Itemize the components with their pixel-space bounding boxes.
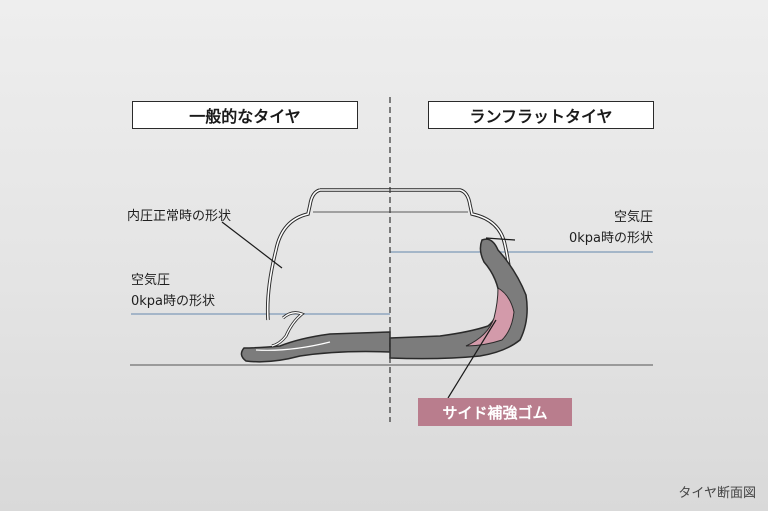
side-reinforcement-badge: サイド補強ゴム (418, 398, 572, 426)
normal-tire-label: 一般的なタイヤ (189, 107, 301, 126)
zero-kpa-shape-text-right: 0kpa時の形状 (568, 231, 653, 246)
caption-text: タイヤ断面図 (678, 486, 756, 501)
diagram-caption: タイヤ断面図 (678, 482, 756, 501)
runflat-tire-label-box: ランフラットタイヤ (428, 101, 654, 129)
leader-line-air-right (485, 237, 516, 241)
leader-line-reinforcement (447, 319, 497, 399)
deflated-tire-left (240, 331, 391, 363)
runflat-tire-label: ランフラットタイヤ (469, 107, 613, 126)
leader-line-normal-shape (221, 221, 283, 269)
normal-pressure-shape-text: 内圧正常時の形状 (127, 209, 232, 224)
normal-pressure-shape-note: 内圧正常時の形状 (127, 206, 231, 227)
side-reinforcement-rubber-shape (465, 287, 515, 347)
side-reinforcement-label: サイド補強ゴム (442, 403, 548, 422)
zero-pressure-note-right: 空気圧 0kpa時の形状 (569, 207, 653, 249)
air-pressure-text-right: 空気圧 (613, 210, 653, 225)
zero-pressure-note-left: 空気圧 0kpa時の形状 (131, 270, 215, 312)
air-pressure-text-left: 空気圧 (131, 273, 171, 288)
zero-kpa-shape-text-left: 0kpa時の形状 (131, 294, 216, 309)
normal-tire-label-box: 一般的なタイヤ (132, 101, 358, 129)
